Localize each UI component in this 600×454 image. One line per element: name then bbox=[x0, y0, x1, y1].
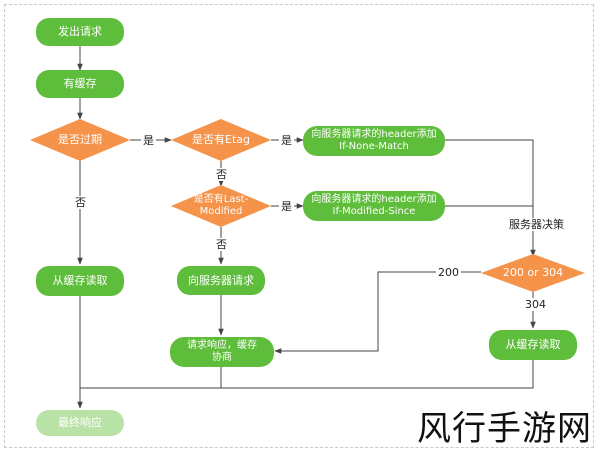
node-add-if-modified-since: 向服务器请求的header添加 If-Modified-Since bbox=[303, 191, 445, 221]
node-is-expired-label: 是否过期 bbox=[58, 133, 102, 146]
edge-etag-header-to-server bbox=[445, 139, 536, 257]
label-lastmod-no: 否 bbox=[214, 238, 229, 251]
node-has-etag: 是否有Etag bbox=[171, 119, 271, 161]
label-expired-no: 否 bbox=[73, 196, 88, 209]
node-response-cache-line2: 协商 bbox=[212, 352, 232, 363]
node-add-if-none-match: 向服务器请求的header添加 If-None-Match bbox=[303, 126, 445, 156]
label-expired-yes: 是 bbox=[141, 134, 156, 147]
node-has-etag-label: 是否有Etag bbox=[192, 133, 250, 146]
node-response-cache: 请求响应，缓存 协商 bbox=[170, 337, 274, 367]
node-add-if-modified-since-line2: If-Modified-Since bbox=[332, 206, 416, 217]
node-add-if-modified-since-line1: 向服务器请求的header添加 bbox=[311, 194, 437, 205]
node-request-server: 向服务器请求 bbox=[177, 266, 265, 295]
decision-diamond-shape bbox=[30, 119, 130, 161]
decision-diamond-shape bbox=[481, 254, 585, 292]
node-has-last-modified: 是否有Last-Modified bbox=[171, 185, 271, 227]
decision-diamond-shape bbox=[171, 185, 271, 227]
label-lastmod-yes: 是 bbox=[279, 200, 294, 213]
node-read-cache-right: 从缓存读取 bbox=[489, 330, 577, 360]
node-has-cache: 有缓存 bbox=[36, 70, 124, 98]
watermark: 风行手游网 bbox=[417, 409, 592, 449]
label-etag-no: 否 bbox=[214, 168, 229, 181]
label-server-decision: 服务器决策 bbox=[507, 218, 566, 231]
node-final-response: 最终响应 bbox=[36, 410, 124, 436]
node-add-if-none-match-line1: 向服务器请求的header添加 bbox=[311, 129, 437, 140]
node-status-code: 200 or 304 bbox=[481, 254, 585, 292]
node-read-cache-left: 从缓存读取 bbox=[36, 266, 124, 296]
node-is-expired: 是否过期 bbox=[30, 119, 130, 161]
node-response-cache-line1: 请求响应，缓存 bbox=[187, 340, 257, 351]
label-304: 304 bbox=[523, 298, 548, 311]
edge-response-to-final bbox=[80, 366, 222, 389]
diagram-frame bbox=[4, 4, 594, 448]
edge-right-read-to-final bbox=[221, 360, 534, 389]
node-send-request: 发出请求 bbox=[36, 18, 124, 46]
decision-diamond-shape bbox=[171, 119, 271, 161]
label-200: 200 bbox=[436, 266, 461, 279]
node-status-code-label: 200 or 304 bbox=[502, 266, 564, 279]
edge-200 bbox=[274, 271, 481, 354]
node-add-if-none-match-line2: If-None-Match bbox=[339, 141, 409, 152]
node-has-last-modified-label: 是否有Last-Modified bbox=[193, 194, 249, 217]
label-etag-yes: 是 bbox=[279, 134, 294, 147]
